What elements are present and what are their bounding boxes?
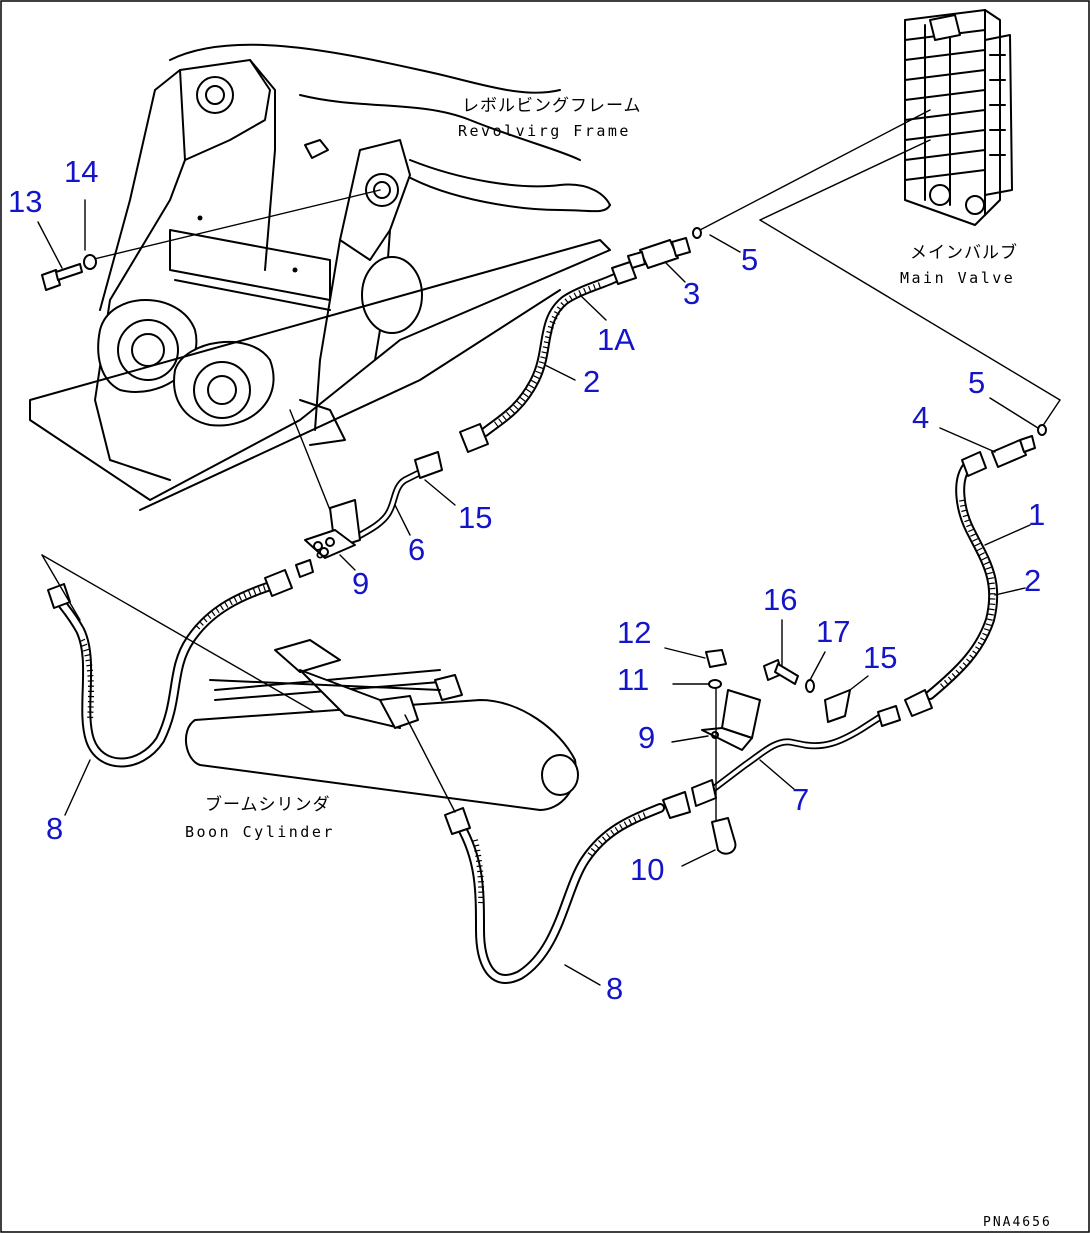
washer-17 xyxy=(805,679,815,693)
leader-10 xyxy=(681,849,716,867)
bracket-9-lower xyxy=(701,689,761,751)
pipe-6 xyxy=(316,451,443,559)
bolt-16 xyxy=(763,659,799,685)
leader-5b xyxy=(989,397,1039,429)
callout-8a: 8 xyxy=(46,811,63,846)
callout-12: 12 xyxy=(617,615,651,650)
revolving-frame xyxy=(29,43,611,511)
leader-8a-short xyxy=(41,554,81,621)
leader-valve-line xyxy=(759,219,1061,401)
leader-5a xyxy=(709,234,741,253)
caption-revolving-frame-en: Revolvirg Frame xyxy=(458,122,631,140)
leader-1 xyxy=(984,524,1031,546)
leader-8a-long xyxy=(41,554,321,716)
callout-5b: 5 xyxy=(968,365,985,400)
leader-2b xyxy=(994,587,1026,596)
callout-1: 1 xyxy=(1028,497,1045,532)
leader-8b-cyl xyxy=(404,714,456,813)
leader-13 xyxy=(37,221,63,269)
callout-2a: 2 xyxy=(583,364,600,399)
leader-14-frame xyxy=(89,189,381,261)
bracket-9-upper xyxy=(295,499,361,578)
callout-2b: 2 xyxy=(1024,563,1041,598)
boom-cylinder xyxy=(184,639,579,811)
leader-6 xyxy=(394,504,411,536)
callout-7: 7 xyxy=(792,782,809,817)
leader-8a xyxy=(64,759,91,816)
callout-15b: 15 xyxy=(863,640,897,675)
nut-12 xyxy=(705,649,727,668)
caption-revolving-frame-jp: レボルビングフレーム xyxy=(462,96,642,116)
main-valve xyxy=(904,9,1013,226)
callout-1a: 1A xyxy=(597,322,635,357)
leader-valve-1 xyxy=(759,139,931,221)
pipe-7 xyxy=(691,705,901,807)
callout-16: 16 xyxy=(763,582,797,617)
callout-6: 6 xyxy=(408,532,425,567)
leader-valve-1a xyxy=(699,109,931,231)
clip-10 xyxy=(711,817,737,855)
callout-4: 4 xyxy=(912,400,929,435)
leader-15a xyxy=(424,479,456,506)
callout-8b: 8 xyxy=(606,971,623,1006)
bolt-13 xyxy=(41,263,83,291)
callout-9b: 9 xyxy=(638,720,655,755)
callout-3: 3 xyxy=(683,276,700,311)
caption-boom-cylinder-en: Boon Cylinder xyxy=(185,823,335,841)
leader-7 xyxy=(759,759,796,791)
callout-13: 13 xyxy=(8,184,42,219)
leader-4 xyxy=(939,427,996,453)
callout-9a: 9 xyxy=(352,566,369,601)
callout-14: 14 xyxy=(64,154,98,189)
leader-9a xyxy=(339,554,356,571)
callout-15a: 15 xyxy=(458,500,492,535)
leader-2a xyxy=(544,364,576,381)
leader-17 xyxy=(809,651,826,681)
leader-12 xyxy=(664,647,706,659)
hose-8-left xyxy=(47,569,293,768)
leader-15b xyxy=(849,675,869,691)
callout-17: 17 xyxy=(816,614,850,649)
caption-boom-cylinder-jp: ブームシリンダ xyxy=(205,794,331,815)
hose-8-lower xyxy=(444,791,691,984)
leader-1a xyxy=(579,294,607,321)
callout-11: 11 xyxy=(617,662,649,697)
hose-1 xyxy=(904,451,999,717)
clamp-15-lower xyxy=(824,689,851,723)
caption-main-valve-jp: メインバルブ xyxy=(910,242,1018,263)
o-ring-5-lower xyxy=(1037,424,1047,436)
caption-main-valve-en: Main Valve xyxy=(900,269,1015,287)
callout-5a: 5 xyxy=(741,242,758,277)
washer-14 xyxy=(83,254,97,270)
leader-3 xyxy=(664,261,686,283)
washer-11 xyxy=(708,679,722,689)
adapter-3 xyxy=(627,237,691,269)
drawing-code: PNA4656 xyxy=(983,1215,1052,1230)
hose-1a xyxy=(459,261,637,453)
leader-bracket-frame xyxy=(289,409,331,511)
leader-8b xyxy=(564,964,601,986)
leader-9b xyxy=(671,735,709,743)
callout-10: 10 xyxy=(630,852,664,887)
o-ring-5-upper xyxy=(692,227,702,239)
adapter-4 xyxy=(991,435,1036,468)
